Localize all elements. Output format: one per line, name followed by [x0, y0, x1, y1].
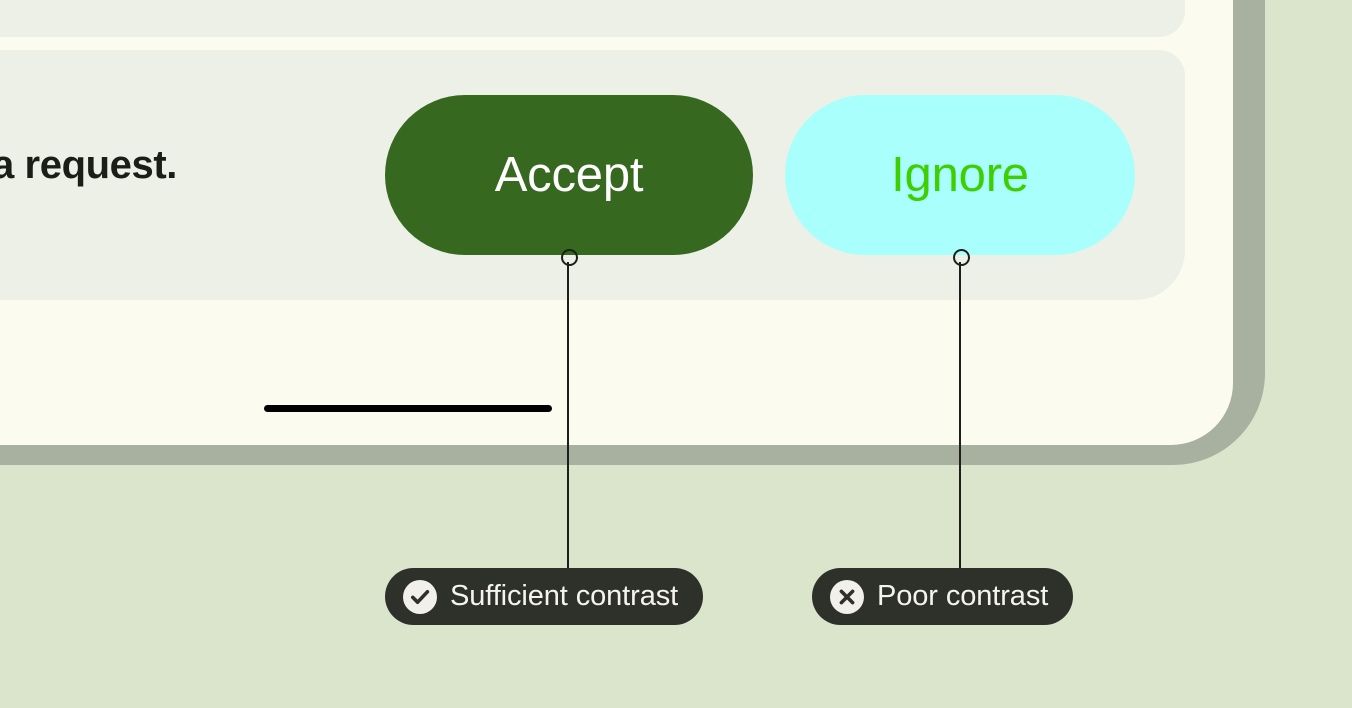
- callout-anchor-accept: [561, 249, 578, 266]
- x-circle-icon: [830, 579, 864, 614]
- sufficient-contrast-badge: Sufficient contrast: [385, 568, 704, 625]
- poor-contrast-badge: Poor contrast: [812, 568, 1074, 625]
- callout-line-ignore: [959, 262, 961, 569]
- callout-line-accept: [567, 262, 569, 569]
- device-frame: a request. Accept Ignore: [0, 0, 1265, 465]
- sufficient-contrast-label: Sufficient contrast: [450, 580, 679, 612]
- request-message-text: a request.: [0, 143, 177, 187]
- list-card-top[interactable]: [0, 0, 1185, 37]
- poor-contrast-label: Poor contrast: [877, 580, 1049, 612]
- ignore-button[interactable]: Ignore: [785, 95, 1135, 255]
- device-screen: a request. Accept Ignore: [0, 0, 1233, 445]
- accept-button[interactable]: Accept: [385, 95, 753, 255]
- check-circle-icon: [403, 579, 437, 614]
- home-indicator: [264, 405, 552, 412]
- callout-anchor-ignore: [953, 249, 970, 266]
